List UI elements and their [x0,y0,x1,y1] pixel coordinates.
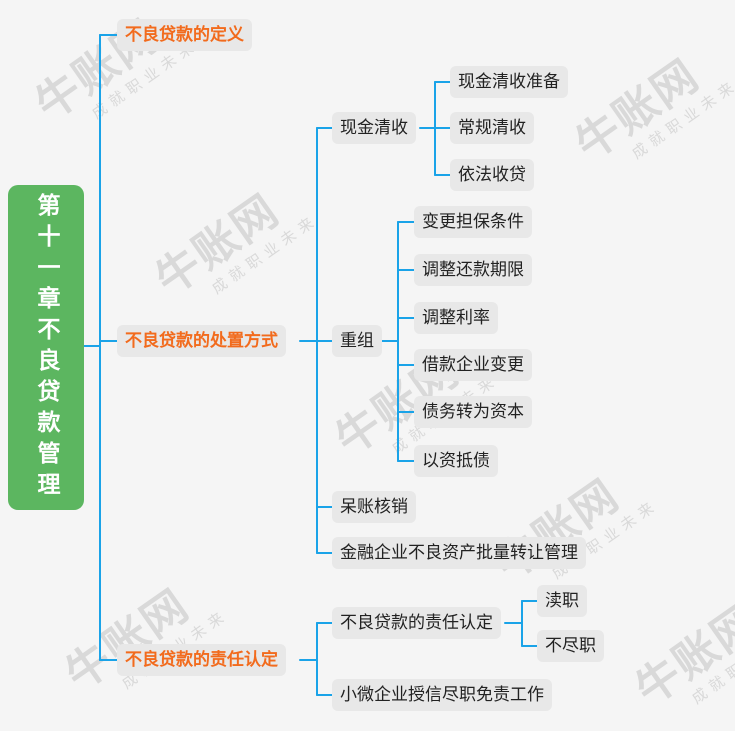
section-responsibility[interactable]: 不良贷款的责任认定 [117,644,286,676]
node-cash-item[interactable]: 依法收贷 [450,159,534,191]
node-batch-transfer[interactable]: 金融企业不良资产批量转让管理 [332,537,586,569]
section-definition[interactable]: 不良贷款的定义 [117,19,252,51]
node-responsibility-item[interactable]: 不尽职 [537,630,604,662]
node-cash-item[interactable]: 现金清收准备 [450,66,568,98]
node-restructure-item[interactable]: 变更担保条件 [414,206,532,238]
node-responsibility-item[interactable]: 渎职 [537,585,587,617]
node-writeoff[interactable]: 呆账核销 [332,491,416,523]
node-small-micro-exemption[interactable]: 小微企业授信尽职免责工作 [332,679,552,711]
root-label: 第十一章不良贷款管理 [33,192,59,503]
node-cash-collection[interactable]: 现金清收 [332,112,416,144]
node-restructure-item[interactable]: 债务转为资本 [414,396,532,428]
node-restructure[interactable]: 重组 [332,325,382,357]
node-cash-item[interactable]: 常规清收 [450,112,534,144]
section-disposal[interactable]: 不良贷款的处置方式 [117,325,286,357]
node-restructure-item[interactable]: 调整还款期限 [414,254,532,286]
node-restructure-item[interactable]: 借款企业变更 [414,349,532,381]
node-responsibility-recognition[interactable]: 不良贷款的责任认定 [332,607,501,639]
root-node[interactable]: 第十一章不良贷款管理 [8,185,84,510]
node-restructure-item[interactable]: 以资抵债 [414,445,498,477]
node-restructure-item[interactable]: 调整利率 [414,302,498,334]
